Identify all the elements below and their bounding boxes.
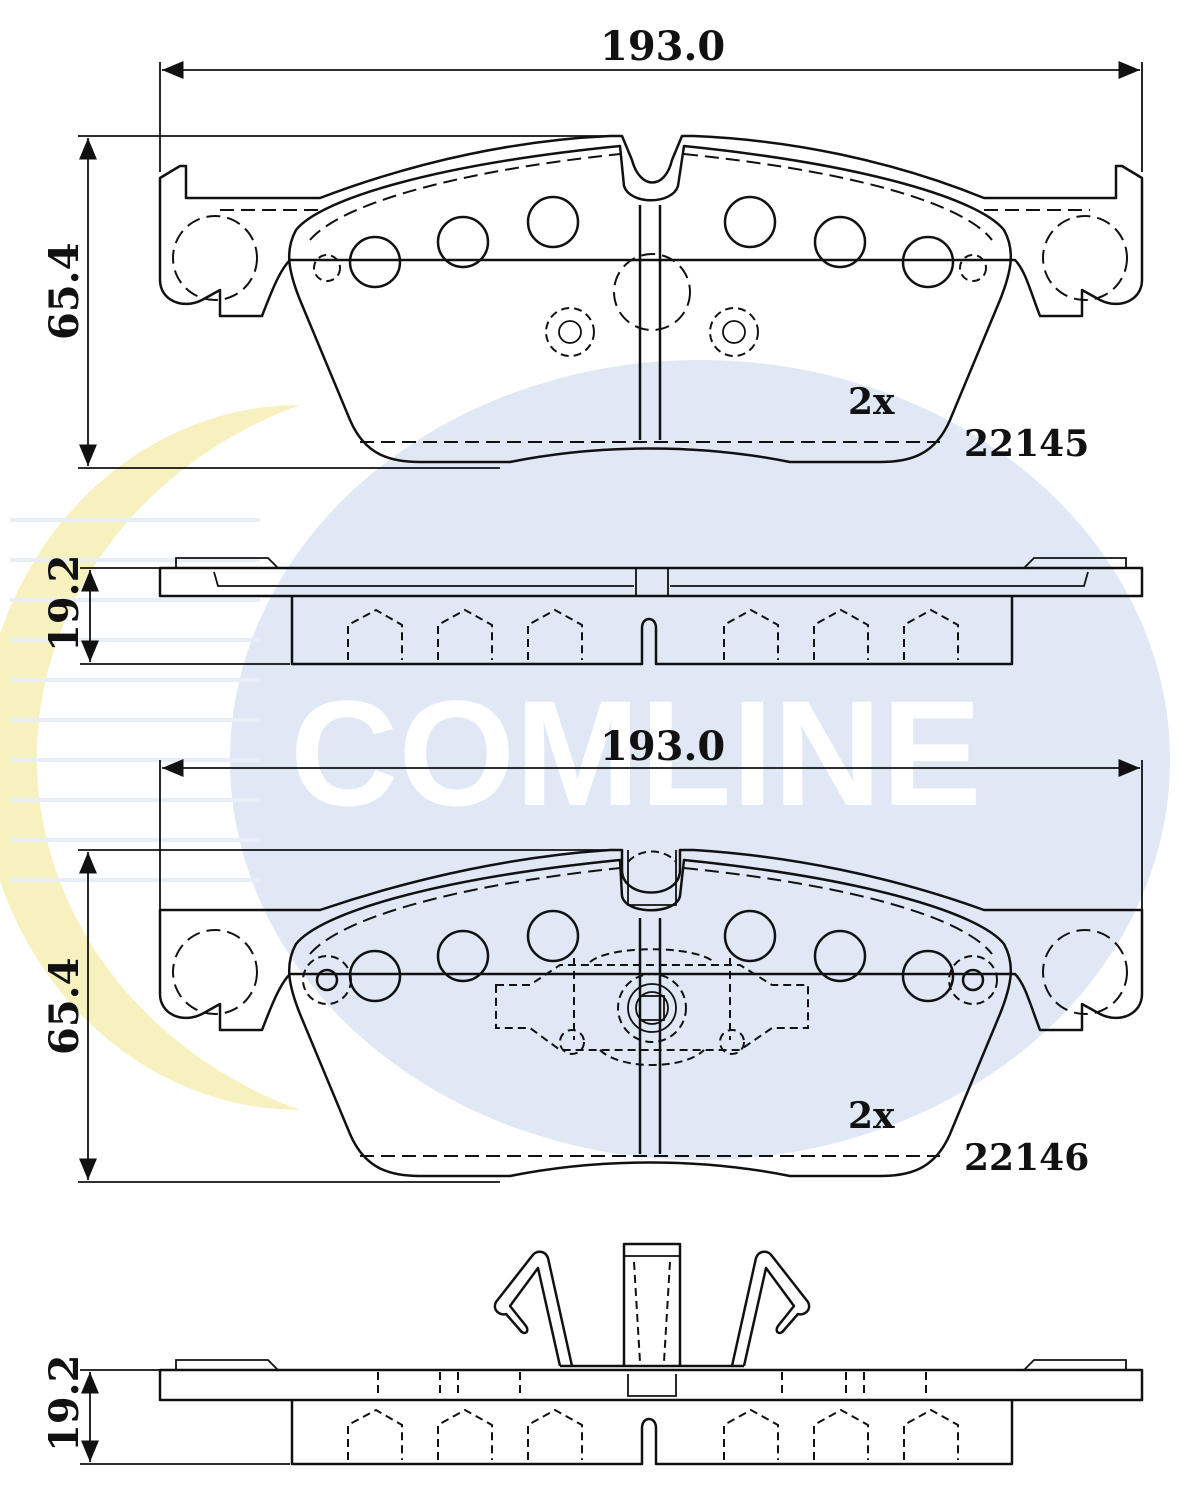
view1-front: 193.0 65.4 2x 22145	[41, 23, 1144, 469]
view1-pin-core	[722, 320, 746, 344]
view2-pin-core	[315, 968, 339, 992]
view1-pin	[545, 307, 595, 357]
view1-side-friction	[290, 596, 1014, 666]
view2-hole	[526, 909, 580, 963]
watermark-stripes	[10, 518, 260, 882]
view2-hole	[436, 929, 490, 983]
view2-backing-plate	[158, 848, 1144, 1032]
view1-side-ears	[175, 557, 1127, 569]
view2-right-ear-hole	[1042, 929, 1128, 1015]
view2-top-clip	[627, 850, 677, 906]
view2-friction-pad	[287, 858, 1013, 1178]
view2-hole	[813, 929, 867, 983]
view1-side-plate	[158, 566, 1144, 598]
view2-hole	[723, 909, 777, 963]
view1-width-label: 193.0	[600, 23, 725, 70]
view1-backing-plate	[158, 134, 1144, 318]
view1-quantity-note: 2x	[848, 381, 895, 423]
view2-height-label: 65.4	[41, 958, 88, 1055]
view2-front: 193.0 65.4	[41, 723, 1144, 1183]
view2-pin	[302, 955, 352, 1005]
view1-thickness-label: 19.2	[41, 555, 88, 652]
view1-right-ear-hole	[1042, 215, 1128, 301]
view2-left-ear-hole	[172, 929, 258, 1015]
view1-center-boss	[613, 253, 691, 331]
view1-hole	[436, 215, 490, 269]
view2-side-spring-clip	[493, 1242, 811, 1368]
view1-hole	[348, 235, 402, 289]
view1-hole	[723, 195, 777, 249]
view2-part-number: 22146	[964, 1137, 1089, 1179]
watermark-brand-text: COMLINE	[290, 669, 982, 837]
view1-pin-core	[558, 320, 582, 344]
view1-left-ear-hole	[172, 215, 258, 301]
view2-side-plate	[158, 1368, 1144, 1402]
view2-pin-core	[961, 968, 985, 992]
view1-hole	[526, 195, 580, 249]
view1-side: 19.2	[41, 555, 1144, 666]
view1-small-hole	[959, 254, 987, 282]
view2-spring-clip-hidden	[495, 948, 809, 1066]
view2-side: 19.2	[41, 1242, 1144, 1466]
view1-small-hole	[313, 254, 341, 282]
watermark-yellow-crescent	[0, 405, 300, 1110]
view1-part-number: 22145	[964, 423, 1089, 465]
view2-pin	[948, 955, 998, 1005]
view2-hole	[901, 949, 955, 1003]
view2-quantity-note: 2x	[848, 1095, 895, 1137]
view1-height-label: 65.4	[41, 243, 88, 340]
view1-pin	[709, 307, 759, 357]
view2-width-label: 193.0	[600, 723, 725, 770]
view2-side-friction	[290, 1400, 1014, 1466]
comline-watermark: COMLINE	[0, 360, 1170, 1160]
view1-hole	[901, 235, 955, 289]
view2-thickness-label: 19.2	[41, 1355, 88, 1452]
view2-side-ears	[175, 1359, 1127, 1371]
view1-friction-pad	[287, 144, 1013, 464]
view1-hole	[813, 215, 867, 269]
